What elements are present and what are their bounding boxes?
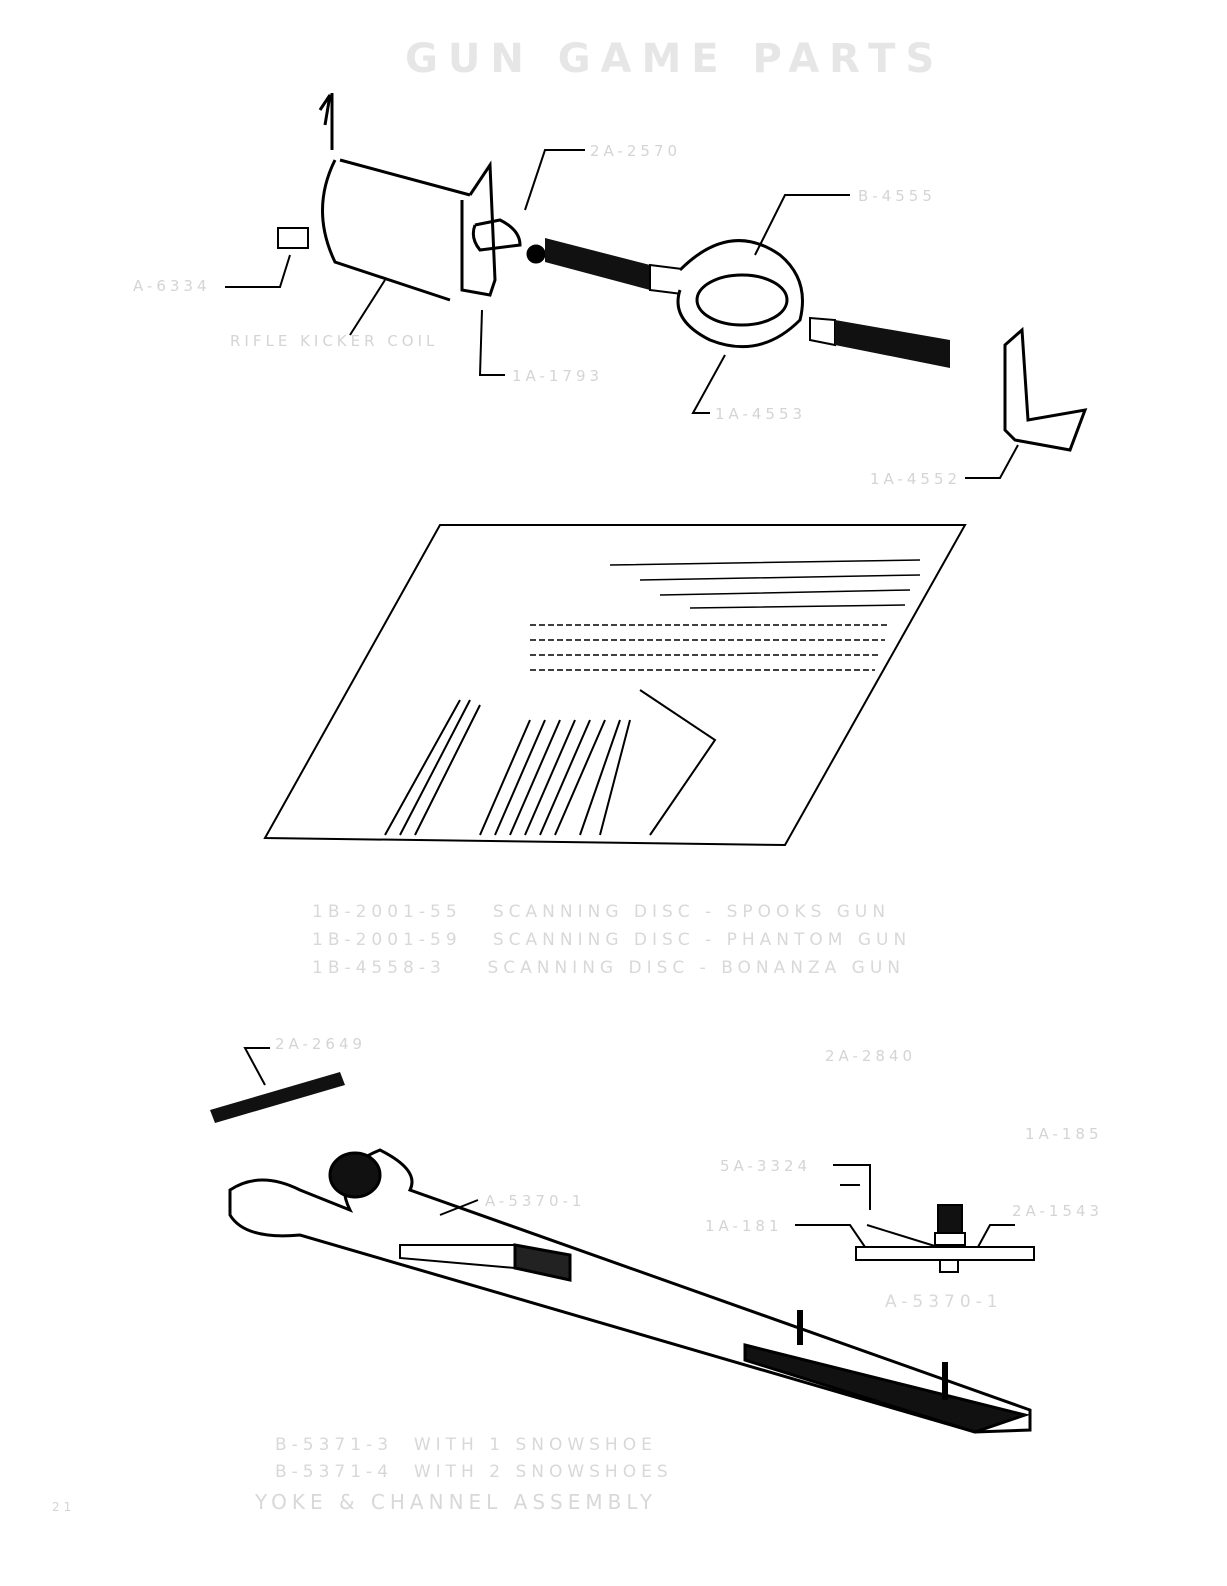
scanning-disc-drawing [263,524,967,847]
label-spring-cap: 1A-185 [1025,1125,1103,1143]
leader-lines [225,149,1019,479]
pin-drawing [210,1072,345,1123]
label-plate: 1A-181 [705,1217,783,1235]
label-bracket-left: A-6334 [133,277,211,295]
label-rod: 2A-2570 [590,142,682,160]
label-pin: 2A-2649 [275,1035,367,1053]
yoke-caption-2: B-5371-4 WITH 2 SNOWSHOES [275,1462,673,1482]
yoke-assembly-title: YOKE & CHANNEL ASSEMBLY [255,1490,658,1514]
channel-drawing [228,1148,1032,1434]
label-snowshoe: 5A-3324 [720,1157,812,1175]
label-coil: RIFLE KICKER COIL [230,332,439,350]
disc-row-3: 1B-4558-3 SCANNING DISC - BONANZA GUN [312,958,906,978]
label-ring: 1A-4553 [715,405,807,423]
label-yoke-part: A-5370-1 [485,1192,586,1210]
label-detail: A-5370-1 [885,1292,1003,1312]
page-title: GUN GAME PARTS [405,36,945,82]
yoke-bar-drawing [545,238,950,368]
bracket-right-drawing [1003,326,1088,452]
label-bracket-right: 1A-4552 [870,470,962,488]
yoke-caption-1: B-5371-3 WITH 1 SNOWSHOE [275,1435,657,1455]
disc-row-2: 1B-2001-59 SCANNING DISC - PHANTOM GUN [312,930,912,950]
label-spring: 2A-2840 [825,1047,917,1065]
snowshoe-detail-drawing [243,1047,1035,1273]
disc-row-1: 1B-2001-55 SCANNING DISC - SPOOKS GUN [312,902,891,922]
page-number: 21 [52,1500,76,1514]
label-yoke: B-4555 [858,187,936,205]
label-bushing: 2A-1543 [1012,1202,1104,1220]
kicker-coil-drawing [277,93,546,302]
label-bracket-mid: 1A-1793 [512,367,604,385]
